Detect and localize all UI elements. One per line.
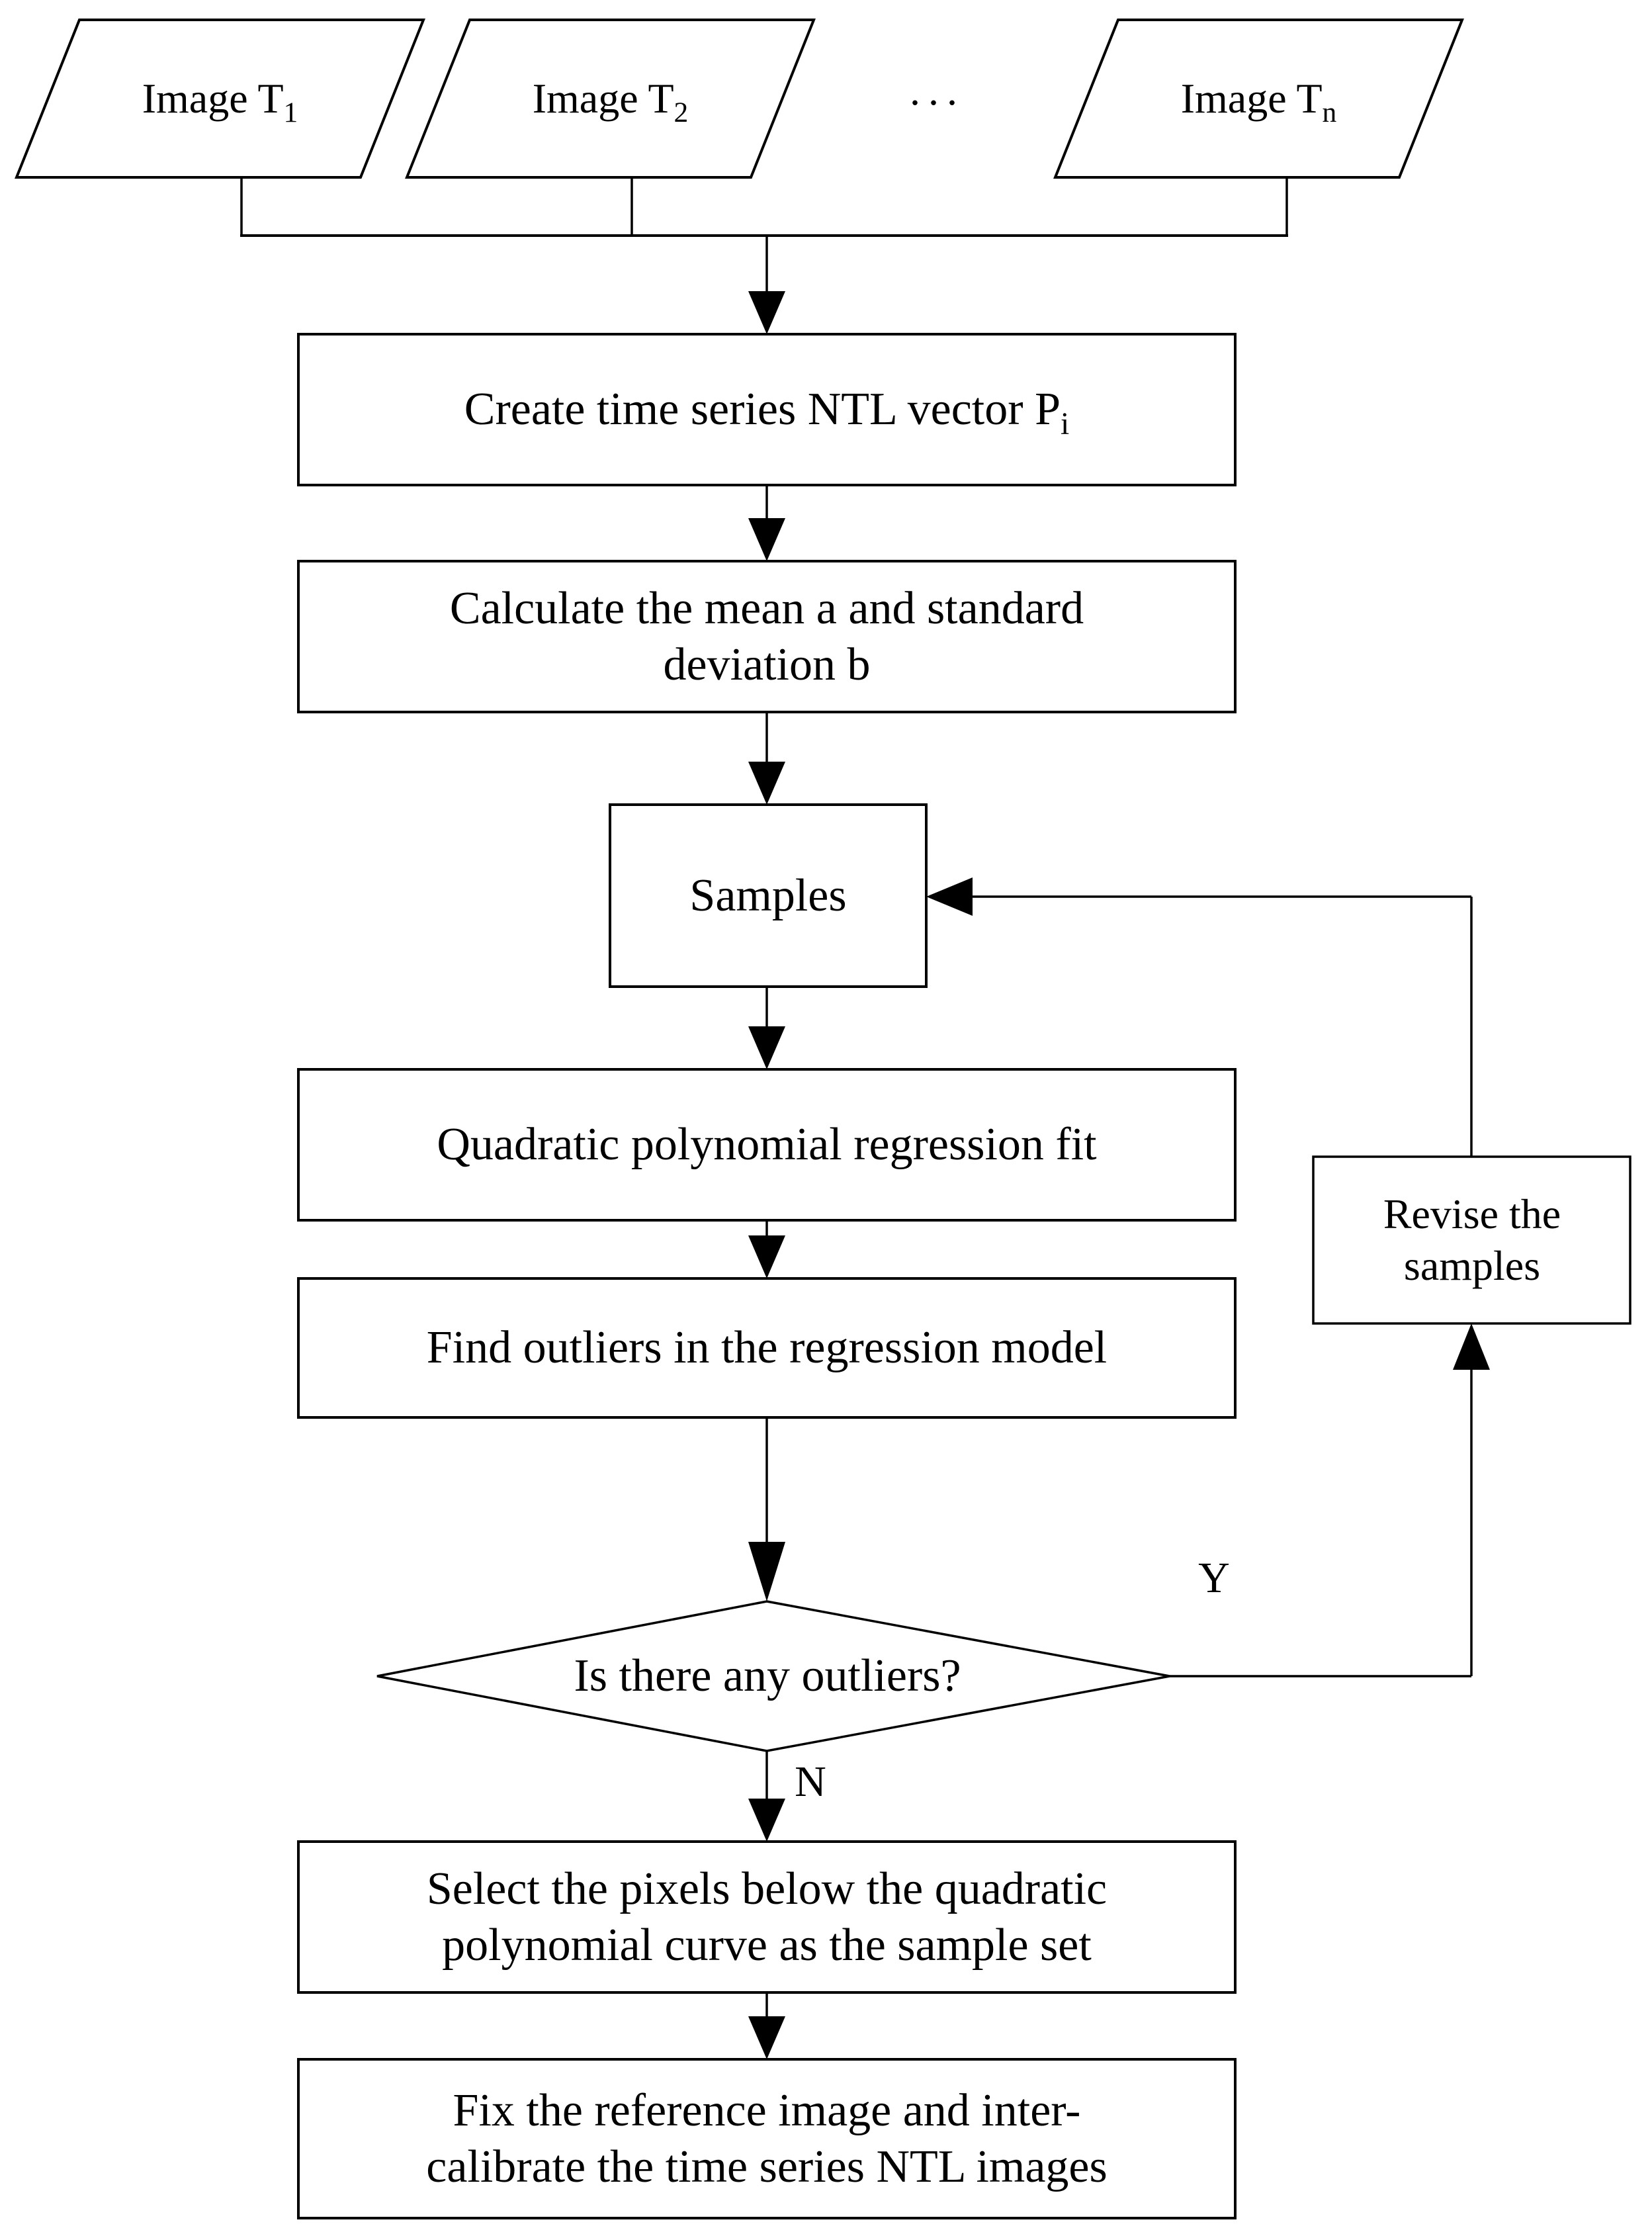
process-box-create-vector[interactable]	[297, 333, 1237, 486]
process-box-calc-stats[interactable]	[297, 560, 1237, 713]
no-branch-arrow	[748, 1799, 785, 1842]
process-box-regression[interactable]	[297, 1068, 1237, 1222]
select-to-fix-arrow	[748, 2016, 785, 2059]
input-ellipsis: ...	[910, 67, 965, 114]
revise-feedback-arrow-into-samples	[926, 877, 973, 916]
process-box-samples[interactable]	[609, 803, 928, 988]
decision-diamond-outliers[interactable]	[376, 1600, 1170, 1752]
process-box-find-outliers[interactable]	[297, 1277, 1237, 1419]
input-parallelogram-2[interactable]	[405, 19, 816, 179]
bus-to-create-vector-arrow	[748, 291, 785, 334]
yes-branch-arrow-into-revise	[1453, 1323, 1490, 1370]
outliers-to-decision-arrow	[748, 1542, 785, 1601]
process-box-fix-reference[interactable]	[297, 2058, 1237, 2219]
create-to-calc-arrow	[748, 518, 785, 561]
calc-to-samples-arrow	[748, 762, 785, 805]
process-box-revise-samples[interactable]	[1312, 1155, 1631, 1325]
process-box-select-pixels[interactable]	[297, 1840, 1237, 1994]
regression-to-outliers-arrow	[748, 1235, 785, 1278]
samples-to-regression-arrow	[748, 1026, 785, 1069]
input-parallelogram-1[interactable]	[15, 19, 425, 179]
input-parallelogram-n[interactable]	[1053, 19, 1464, 179]
